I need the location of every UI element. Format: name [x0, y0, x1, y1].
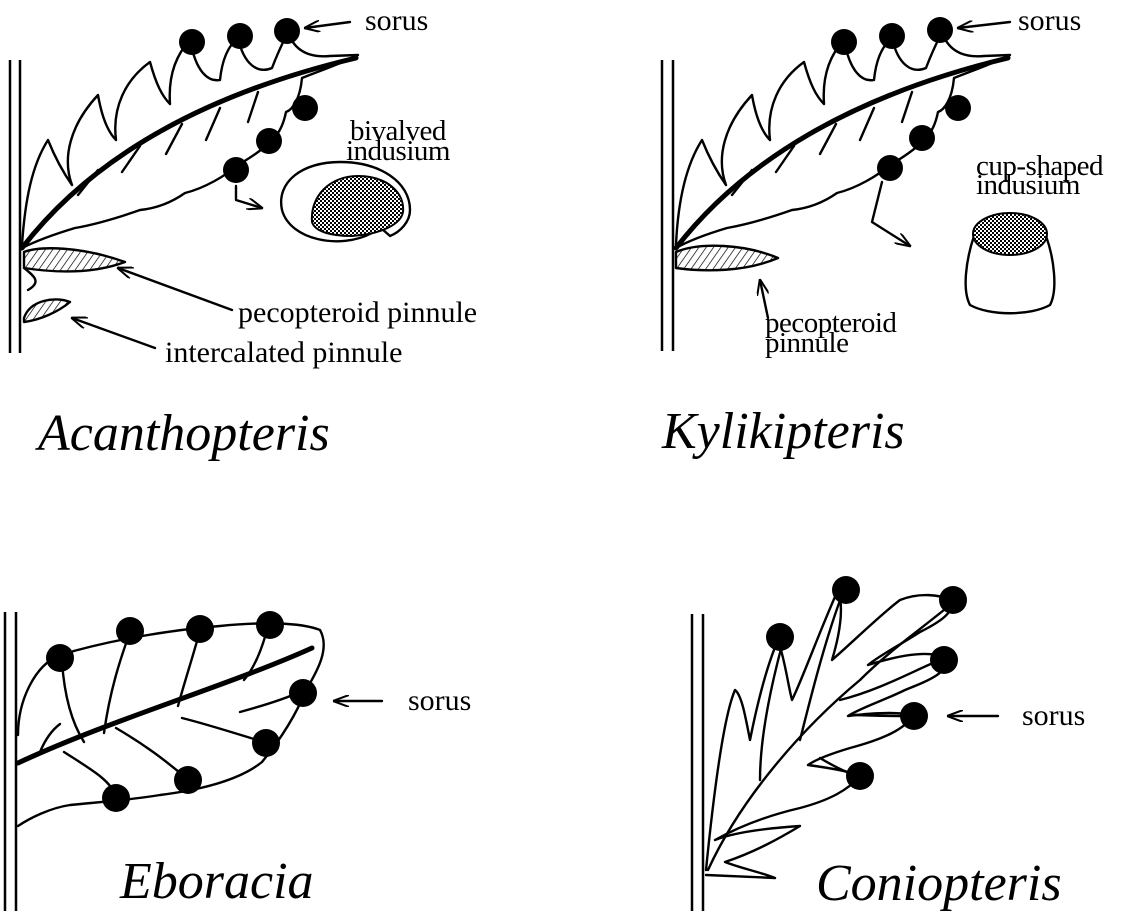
panel-coniopteris: sorus Coniopteris — [692, 576, 1085, 911]
sorus-dot — [909, 125, 935, 151]
pinnule-outline — [24, 268, 36, 290]
genus-title: Kylikipteris — [661, 403, 905, 460]
sorus-dot — [879, 23, 905, 49]
panel-eboracia: sorus Eboracia — [5, 611, 471, 911]
sorus-dot — [227, 23, 253, 49]
sorus-dot — [930, 646, 958, 674]
intercalated-label: intercalated pinnule — [165, 336, 402, 369]
genus-title: Acanthopteris — [35, 405, 330, 462]
pecopteroid-pinnule — [676, 246, 778, 271]
indusium-shaded-rim — [973, 213, 1047, 255]
sorus-dot — [846, 762, 874, 790]
sorus-dot — [939, 586, 967, 614]
sorus-label: sorus — [1018, 4, 1081, 37]
intercalated-arrow — [72, 318, 155, 348]
sorus-dot — [186, 615, 214, 643]
intercalated-pinnule — [24, 299, 70, 322]
sorus-dot — [877, 155, 903, 181]
pinna-outline — [22, 32, 358, 248]
pinnule-arrow — [118, 268, 232, 310]
pinna-outline — [676, 32, 1010, 248]
indusium-label-line2: indusium — [976, 169, 1081, 201]
pecopteroid-pinnule — [24, 248, 125, 271]
sorus-dot — [252, 729, 280, 757]
indusium-label-line2: indusium — [346, 135, 451, 167]
sorus-dot — [927, 17, 953, 43]
panel-kylikipteris: sorus cup-shaped indusium pecopteroid pi… — [661, 4, 1104, 460]
rachis — [676, 58, 1008, 248]
sorus-dot — [102, 784, 130, 812]
sorus-arrow — [958, 22, 1010, 28]
sorus-dot — [174, 766, 202, 794]
sorus-dot — [116, 617, 144, 645]
sorus-arrow — [305, 22, 350, 28]
rachis — [22, 58, 356, 248]
rachis — [708, 605, 950, 870]
sorus-dot — [945, 95, 971, 121]
sorus-dot — [831, 29, 857, 55]
sorus-dot — [256, 611, 284, 639]
sorus-dot — [289, 679, 317, 707]
sorus-label: sorus — [1022, 699, 1085, 732]
sorus-dot — [292, 95, 318, 121]
pinnule-veins — [40, 626, 300, 796]
pinnule-label-line2: pinnule — [765, 327, 849, 359]
sorus-dot — [766, 623, 794, 651]
indusium-shaded-valve — [312, 176, 403, 236]
sorus-label: sorus — [408, 684, 471, 717]
sorus-dot — [179, 29, 205, 55]
pinnule-label: pecopteroid pinnule — [238, 296, 477, 329]
sorus-dot — [900, 702, 928, 730]
sorus-label: sorus — [365, 4, 428, 37]
sorus-dot — [256, 128, 282, 154]
genus-title: Eboracia — [119, 853, 314, 910]
sorus-dot — [223, 157, 249, 183]
indusium-arrow — [872, 182, 910, 246]
sorus-dot — [46, 644, 74, 672]
sorus-dot — [274, 18, 300, 44]
sorus-dot — [832, 576, 860, 604]
panel-acanthopteris: sorus bivalved indusium pecopteroid pinn… — [10, 4, 477, 462]
indusium-arrow — [236, 186, 262, 208]
genus-title: Coniopteris — [816, 855, 1062, 911]
